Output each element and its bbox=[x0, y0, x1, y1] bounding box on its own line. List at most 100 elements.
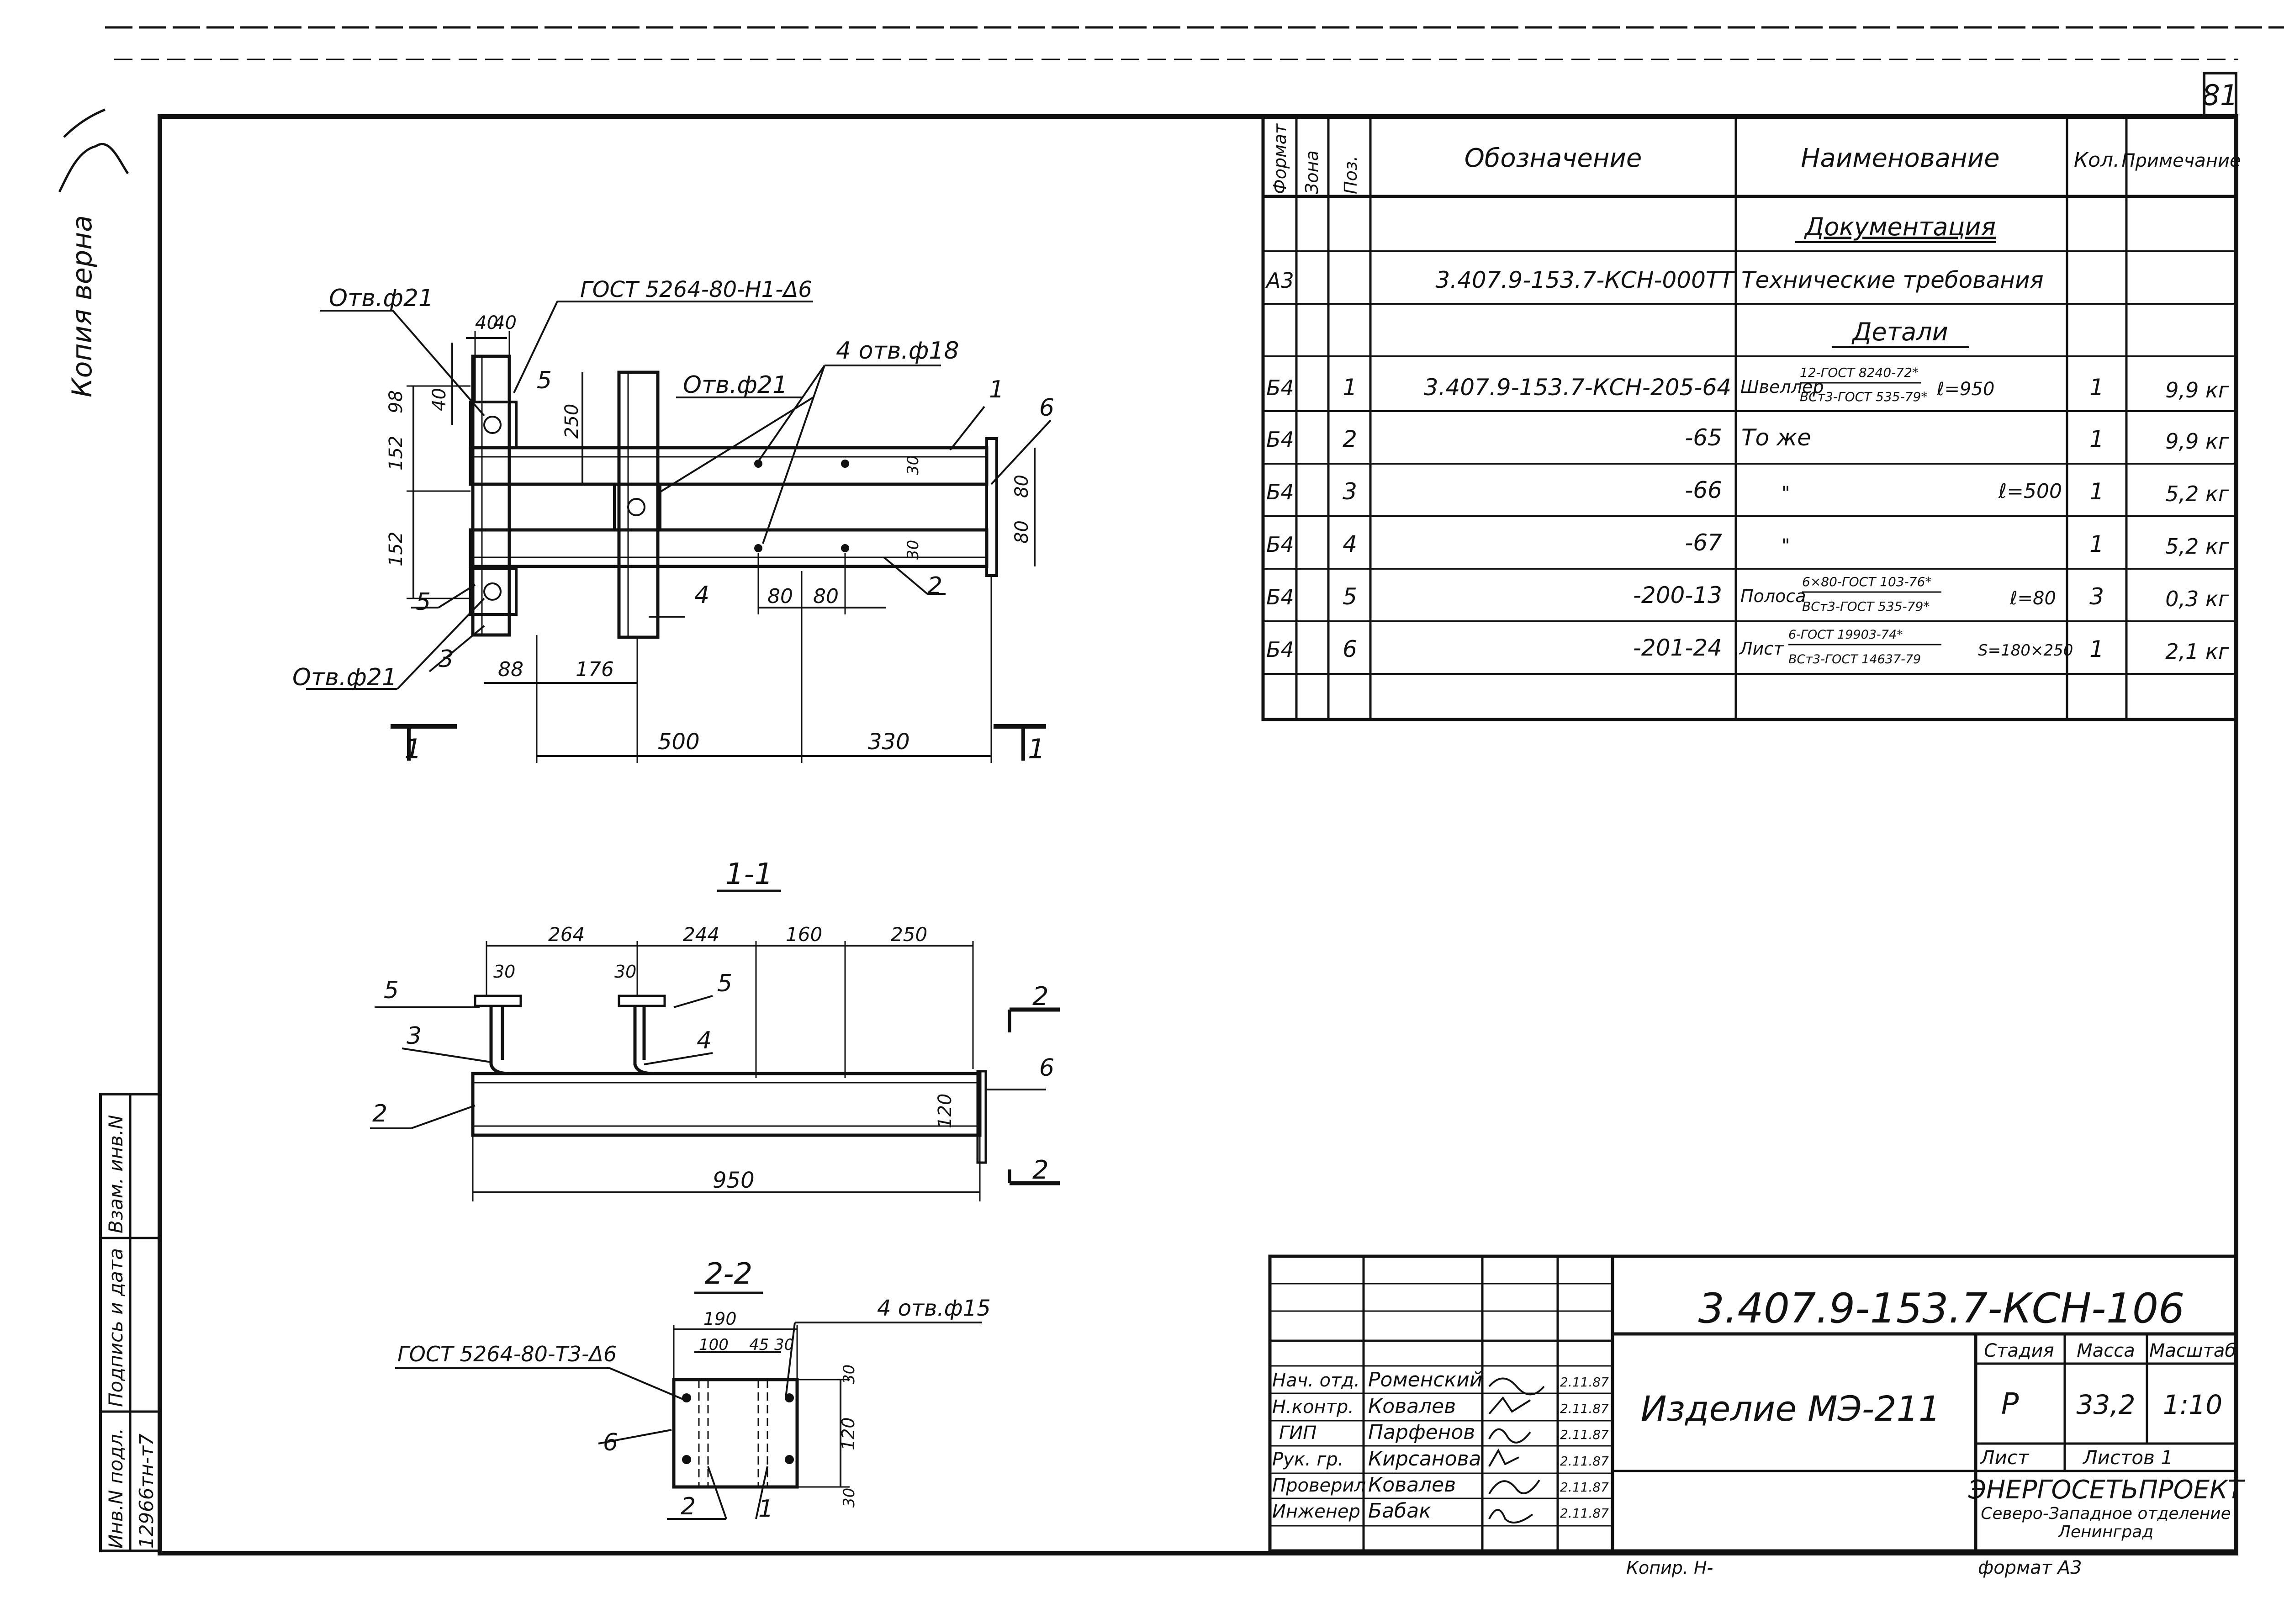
section-mark-1-right: 1 bbox=[1028, 733, 1045, 765]
dim-30: 30 bbox=[493, 962, 515, 982]
title-block: 3.407.9-153.7-КСН-106 Изделие МЭ-211 Ста… bbox=[1268, 1254, 2245, 1578]
pos-5: 5 bbox=[416, 588, 431, 616]
org-name: ЭНЕРГОСЕТЬПРОЕКТ bbox=[1968, 1475, 2245, 1505]
scale-label: Масштаб bbox=[2149, 1340, 2236, 1361]
pos-5: 5 bbox=[384, 977, 399, 1004]
dim-30: 30 bbox=[904, 540, 922, 560]
table-row: Б4 6 -201-24 Лист 6-ГОСТ 19903-74* ВСт3-… bbox=[1266, 628, 2230, 667]
svg-text:ВСт3-ГОСТ 14637-79: ВСт3-ГОСТ 14637-79 bbox=[1788, 652, 1921, 667]
dim-40: 40 bbox=[429, 388, 450, 411]
svg-text:-67: -67 bbox=[1685, 529, 1722, 556]
dim-264: 264 bbox=[548, 923, 585, 946]
dim-45: 45 bbox=[749, 1336, 769, 1354]
svg-text:2,1 кг: 2,1 кг bbox=[2165, 639, 2230, 664]
channel-pos-3 bbox=[471, 354, 511, 637]
svg-text:Ковалев: Ковалев bbox=[1368, 1395, 1456, 1418]
svg-text:Бабак: Бабак bbox=[1368, 1499, 1431, 1523]
svg-text:Б4: Б4 bbox=[1266, 480, 1294, 504]
svg-text:1: 1 bbox=[1343, 374, 1357, 401]
hole-18 bbox=[754, 544, 762, 552]
section-mark-2-bottom: 2 bbox=[1032, 1155, 1049, 1185]
section-mark-1-left: 1 bbox=[404, 733, 422, 765]
gost-weld-label-2: ГОСТ 5264-80-Т3-Δ6 bbox=[397, 1342, 617, 1366]
dim-80: 80 bbox=[1011, 520, 1032, 544]
swap-inv-label: Взам. инв.N bbox=[105, 1115, 127, 1233]
strip-pos-5-b bbox=[613, 483, 661, 531]
section-1-1: 1-1 26 bbox=[370, 857, 1060, 1201]
svg-text:1: 1 bbox=[2089, 478, 2104, 505]
signature-row: ГИП Парфенов 2.11.87 bbox=[1279, 1421, 1609, 1444]
hole-18 bbox=[841, 544, 849, 552]
svg-text:": " bbox=[1782, 483, 1790, 504]
stage-label: Стадия bbox=[1984, 1340, 2054, 1361]
svg-text:Лист: Лист bbox=[1739, 639, 1784, 659]
table-row: Б4 2 -65 То же 1 9,9 кг bbox=[1266, 424, 2230, 454]
scale-value: 1:10 bbox=[2163, 1389, 2222, 1420]
svg-text:Проверил: Проверил bbox=[1272, 1475, 1366, 1496]
signature-row: Проверил Ковалев 2.11.87 bbox=[1272, 1473, 1609, 1497]
header-designation: Обозначение bbox=[1465, 143, 1642, 173]
signature-row: Рук. гр. Кирсанова 2.11.87 bbox=[1272, 1447, 1609, 1471]
svg-text:5: 5 bbox=[1343, 583, 1357, 610]
dim-30: 30 bbox=[840, 1365, 858, 1384]
svg-text:Швеллер: Швеллер bbox=[1740, 377, 1824, 397]
svg-text:4: 4 bbox=[1343, 531, 1357, 557]
pos-3: 3 bbox=[439, 645, 454, 673]
dim-244: 244 bbox=[683, 923, 719, 946]
svg-text:ℓ=80: ℓ=80 bbox=[2009, 588, 2056, 609]
svg-text:6×80-ГОСТ 103-76*: 6×80-ГОСТ 103-76* bbox=[1802, 574, 1931, 589]
dim-190: 190 bbox=[703, 1309, 737, 1329]
dim-176: 176 bbox=[576, 658, 614, 681]
table-row: Б4 4 -67 " 1 5,2 кг bbox=[1266, 529, 2230, 559]
svg-text:Роменский: Роменский bbox=[1368, 1368, 1482, 1391]
svg-text:0,3 кг: 0,3 кг bbox=[2165, 587, 2230, 611]
svg-text:Технические требования: Технические требования bbox=[1741, 267, 2044, 293]
holes18-label: 4 отв.ф18 bbox=[836, 337, 959, 365]
gost-weld-label: ГОСТ 5264-80-Н1-Δ6 bbox=[580, 277, 812, 302]
svg-text:S=180×250: S=180×250 bbox=[1978, 641, 2073, 660]
signature-row: Инженер Бабак 2.11.87 bbox=[1272, 1499, 1609, 1523]
svg-text:ℓ=950: ℓ=950 bbox=[1936, 379, 1994, 400]
pos-2: 2 bbox=[372, 1100, 387, 1127]
header-note: Примечание bbox=[2121, 150, 2241, 171]
svg-text:3: 3 bbox=[2089, 583, 2104, 610]
sheet-label: Лист bbox=[1979, 1446, 2030, 1469]
left-stamp: Взам. инв.N Подпись и дата Инв.N подл. 1… bbox=[99, 1093, 161, 1552]
svg-text:Ковалев: Ковалев bbox=[1368, 1473, 1456, 1497]
channel-section-pos-3 bbox=[489, 1005, 530, 1075]
svg-text:5,2 кг: 5,2 кг bbox=[2165, 534, 2230, 559]
format-label: формат А3 bbox=[1978, 1557, 2082, 1578]
dim-120: 120 bbox=[838, 1417, 858, 1450]
sheets-label: Листов 1 bbox=[2082, 1446, 2173, 1469]
stage-value: Р bbox=[2001, 1387, 2019, 1421]
svg-text:2.11.87: 2.11.87 bbox=[1560, 1427, 1609, 1442]
hole21-label-b: Отв.ф21 bbox=[683, 371, 788, 399]
channel-section-pos-4 bbox=[633, 1005, 667, 1075]
svg-text:То же: То же bbox=[1741, 424, 1811, 451]
table-row: Б4 1 3.407.9-153.7-КСН-205-64 Швеллер 12… bbox=[1266, 365, 2230, 404]
svg-text:Инженер: Инженер bbox=[1272, 1501, 1360, 1522]
dim-98: 98 bbox=[386, 390, 407, 413]
copied-label: Копир. Н- bbox=[1626, 1558, 1713, 1578]
plate-section bbox=[672, 1378, 799, 1489]
svg-text:2.11.87: 2.11.87 bbox=[1560, 1454, 1609, 1469]
strip-pos-5-c bbox=[469, 567, 518, 616]
header-qty: Кол. bbox=[2074, 148, 2120, 172]
dim-152: 152 bbox=[386, 532, 407, 566]
svg-text:ГИП: ГИП bbox=[1279, 1423, 1316, 1444]
svg-text:Рук. гр.: Рук. гр. bbox=[1272, 1449, 1344, 1470]
svg-text:Б4: Б4 bbox=[1266, 637, 1294, 662]
dim-250: 250 bbox=[561, 404, 582, 439]
org-sub2: Ленинград bbox=[2057, 1523, 2153, 1541]
table-row: А3 3.407.9-153.7-КСН-000ТТ Технические т… bbox=[1265, 267, 2044, 293]
pos-1: 1 bbox=[758, 1495, 773, 1523]
svg-text:А3: А3 bbox=[1265, 268, 1294, 293]
svg-text:3.407.9-153.7-КСН-205-64: 3.407.9-153.7-КСН-205-64 bbox=[1424, 374, 1731, 401]
dim-160: 160 bbox=[786, 923, 822, 946]
svg-text:Б4: Б4 bbox=[1266, 532, 1294, 557]
inv-no-label: Инв.N подл. bbox=[105, 1428, 127, 1549]
specification-table: Формат Зона Поз. Обозначение Наименовани… bbox=[1261, 115, 2241, 721]
svg-text:Б4: Б4 bbox=[1266, 376, 1294, 400]
svg-text:3.407.9-153.7-КСН-000ТТ: 3.407.9-153.7-КСН-000ТТ bbox=[1435, 267, 1735, 293]
